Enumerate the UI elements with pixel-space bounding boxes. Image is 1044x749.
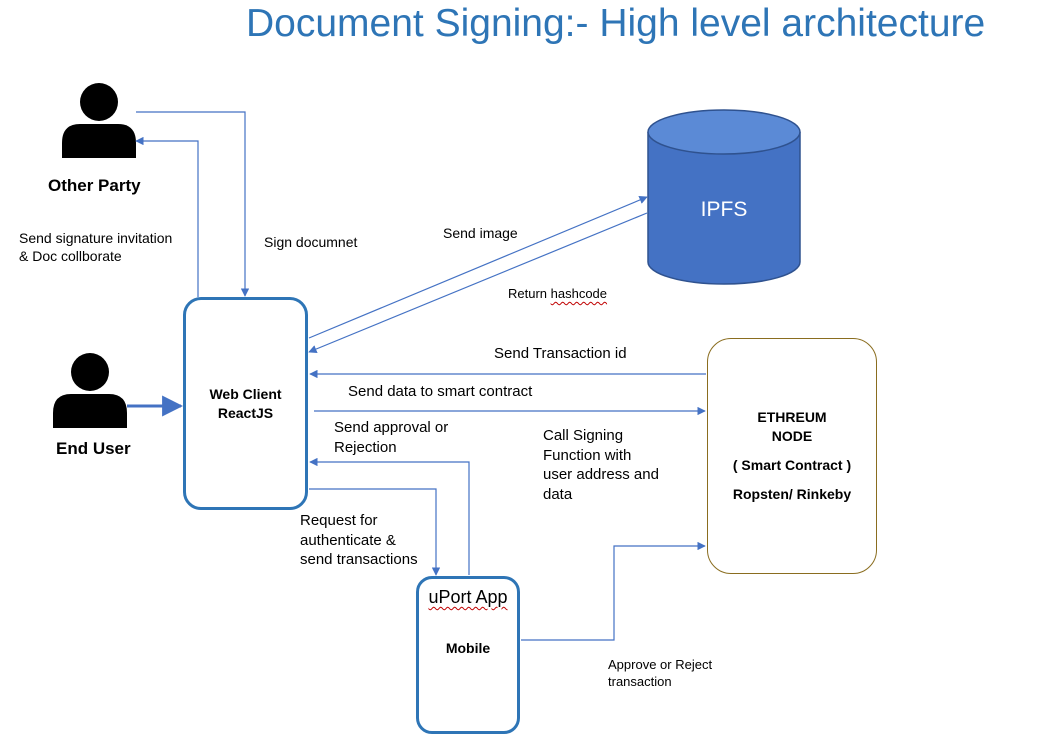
edge-label-request-auth: Request for authenticate & send transact… xyxy=(300,512,418,568)
diagram-title: Document Signing:- High level architectu… xyxy=(246,2,986,45)
arrow-web-client-to-uport xyxy=(309,488,441,576)
edge-label-send-data: Send data to smart contract xyxy=(348,383,533,400)
end-user-label: End User xyxy=(56,439,131,458)
other-party-person-icon xyxy=(62,83,136,158)
arrow-web-client-to-ipfs xyxy=(308,196,648,339)
smart-contract-label: ( Smart Contract ) xyxy=(732,457,852,473)
ethereum-label-line2: NODE xyxy=(771,428,813,445)
edge-label-send-invitation: Send signature invitation & Doc collbora… xyxy=(19,230,173,265)
ipfs-database-icon xyxy=(647,109,801,285)
edge-label-send-transaction-id: Send Transaction id xyxy=(494,345,627,362)
web-client-label: Web Client xyxy=(209,385,282,402)
edge-label-approve-reject: Approve or Reject transaction xyxy=(608,657,713,689)
arrow-web-client-to-other-party xyxy=(135,136,199,297)
arrow-uport-to-web-client xyxy=(309,457,470,575)
edge-label-send-image: Send image xyxy=(443,225,518,241)
uport-app-label: uPort App xyxy=(428,587,508,607)
mobile-label: Mobile xyxy=(445,640,491,656)
arrow-ipfs-to-web-client xyxy=(308,212,648,354)
uport-app-node: uPort App Mobile xyxy=(416,576,520,734)
web-client-node: Web Client ReactJS xyxy=(183,297,308,510)
edge-label-call-signing: Call Signing Function with user address … xyxy=(543,427,659,503)
edge-label-sign-document: Sign documnet xyxy=(264,234,358,250)
other-party-label: Other Party xyxy=(48,176,141,195)
network-label: Ropsten/ Rinkeby xyxy=(732,485,852,502)
end-user-person-icon xyxy=(53,353,127,428)
arrow-other-party-to-web-client xyxy=(136,111,250,297)
arrow-uport-to-ethereum xyxy=(521,541,706,641)
ethereum-node: ETHREUM NODE ( Smart Contract ) Ropsten/… xyxy=(707,338,877,574)
ethereum-label-line1: ETHREUM xyxy=(757,409,827,426)
edge-label-return-hashcode: Return hashcode xyxy=(508,286,608,301)
web-client-tech-label: ReactJS xyxy=(217,404,274,421)
edge-label-send-approval: Send approval or Rejection xyxy=(334,419,449,456)
ipfs-label: IPFS xyxy=(700,198,748,221)
